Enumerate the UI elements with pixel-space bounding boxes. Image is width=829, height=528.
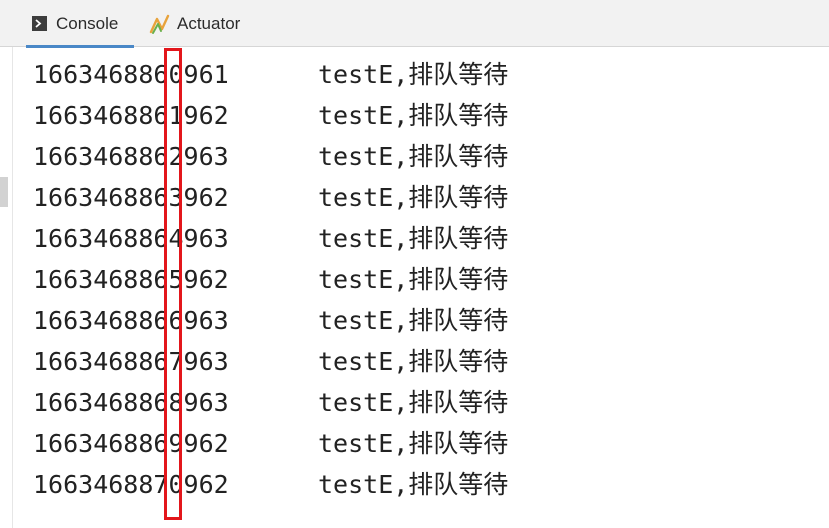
log-line: 1663468868963 testE,排队等待 [0,382,829,423]
tool-window-tabbar: Console Actuator [0,0,829,48]
log-message: testE,排队等待 [318,60,509,89]
log-message: testE,排队等待 [318,470,509,499]
log-line: 1663468864963 testE,排队等待 [0,218,829,259]
console-icon [32,16,47,31]
log-line: 1663468861962 testE,排队等待 [0,95,829,136]
tab-console[interactable]: Console [18,0,134,48]
log-message: testE,排队等待 [318,388,509,417]
log-message: testE,排队等待 [318,142,509,171]
log-line: 1663468866963 testE,排队等待 [0,300,829,341]
log-line: 1663468862963 testE,排队等待 [0,136,829,177]
tab-actuator[interactable]: Actuator [148,0,258,47]
gutter-marker [0,177,8,207]
log-timestamp: 1663468865962 [33,265,229,294]
log-line: 1663468860961 testE,排队等待 [0,54,829,95]
log-line: 1663468863962 testE,排队等待 [0,177,829,218]
actuator-icon [148,12,172,36]
log-timestamp: 1663468860961 [33,60,229,89]
log-line: 1663468867963 testE,排队等待 [0,341,829,382]
log-timestamp: 1663468862963 [33,142,229,171]
log-timestamp: 1663468868963 [33,388,229,417]
log-message: testE,排队等待 [318,224,509,253]
log-message: testE,排队等待 [318,429,509,458]
log-timestamp: 1663468861962 [33,101,229,130]
log-timestamp: 1663468870962 [33,470,229,499]
log-message: testE,排队等待 [318,183,509,212]
tab-console-label: Console [56,13,119,33]
console-output[interactable]: 1663468860961 testE,排队等待 1663468861962 t… [0,54,829,505]
log-timestamp: 1663468863962 [33,183,229,212]
log-message: testE,排队等待 [318,306,509,335]
log-timestamp: 1663468867963 [33,347,229,376]
log-line: 1663468869962 testE,排队等待 [0,423,829,464]
log-timestamp: 1663468869962 [33,429,229,458]
log-line: 1663468870962 testE,排队等待 [0,464,829,505]
log-message: testE,排队等待 [318,101,509,130]
log-timestamp: 1663468866963 [33,306,229,335]
log-line: 1663468865962 testE,排队等待 [0,259,829,300]
tab-actuator-label: Actuator [177,13,241,33]
console-gutter [0,47,13,528]
log-message: testE,排队等待 [318,347,509,376]
log-timestamp: 1663468864963 [33,224,229,253]
log-message: testE,排队等待 [318,265,509,294]
